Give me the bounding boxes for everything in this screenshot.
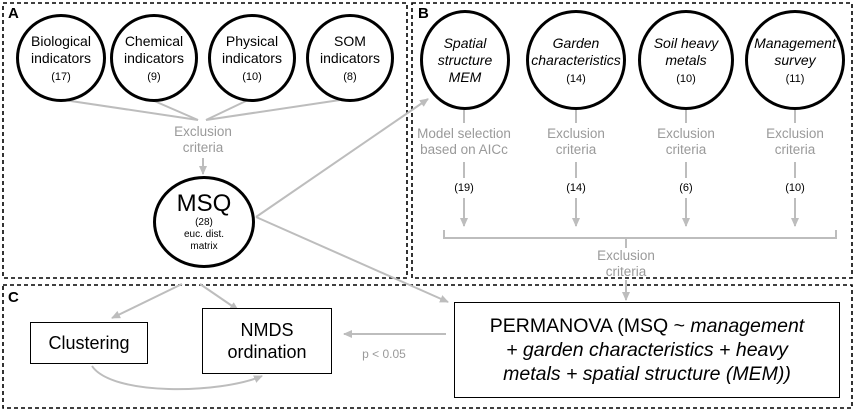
retained-count-mem: (19) [454, 182, 474, 194]
connector-msq-mem [255, 98, 429, 218]
permanova-formula-start: PERMANOVA (MSQ ~ [489, 315, 691, 337]
node-title: survey [774, 51, 816, 68]
node-title: MEM [448, 68, 482, 85]
node-count: (10) [676, 72, 696, 85]
permanova-line: metals + spatial structure (MEM)) [503, 363, 791, 385]
node-title: SOM [334, 32, 366, 49]
selection-line: Model selection [417, 126, 511, 141]
selection-line: Exclusion [766, 126, 824, 141]
node-title: Physical [225, 32, 279, 49]
exclusion-criteria-label-a: Exclusion criteria [153, 124, 253, 156]
connector-physical [205, 99, 249, 121]
connector-msq-permanova [255, 216, 449, 303]
permanova-line: PERMANOVA (MSQ ~ management [490, 314, 804, 338]
node-title: structure [437, 51, 493, 68]
nmds-ordination-box: NMDS ordination [202, 308, 332, 374]
selection-label-garden: Exclusion criteria [526, 126, 626, 158]
selection-label-survey: Exclusion criteria [745, 126, 845, 158]
panel-label-b: B [418, 5, 429, 22]
panel-b-border [411, 2, 853, 279]
exclusion-line: criteria [182, 140, 224, 155]
panel-label-c: C [8, 289, 19, 306]
nmds-label: ordination [227, 342, 307, 362]
connector-biological [63, 99, 199, 121]
node-title: metals [665, 51, 707, 68]
soil-heavy-metals-node: Soil heavy metals (10) [638, 10, 734, 110]
merge-bracket [443, 230, 837, 239]
permanova-term-management: management [690, 315, 805, 337]
node-count: (14) [566, 72, 586, 85]
node-title: Garden [552, 34, 600, 51]
clustering-box: Clustering [30, 322, 148, 364]
panel-label-a: A [8, 5, 19, 22]
node-title: Management [754, 34, 836, 51]
node-title: Biological [31, 32, 91, 49]
som-indicators-node: SOM indicators (8) [306, 14, 394, 102]
node-title: characteristics [531, 51, 621, 68]
node-title: indicators [222, 49, 282, 66]
msq-title: MSQ [176, 190, 232, 217]
biological-indicators-node: Biological indicators (17) [16, 14, 106, 102]
selection-line: criteria [774, 142, 816, 157]
panel-c-border [2, 284, 853, 409]
node-title: indicators [320, 49, 380, 66]
connector-msq-nmds [199, 283, 239, 311]
msq-subtitle: matrix [190, 241, 218, 252]
management-survey-node: Management survey (11) [745, 10, 845, 110]
selection-line: Exclusion [657, 126, 715, 141]
p-value-label: p < 0.05 [362, 347, 406, 361]
node-count: (10) [242, 70, 262, 83]
physical-indicators-node: Physical indicators (10) [208, 14, 296, 102]
connector-chemical [151, 99, 199, 121]
selection-line: Exclusion [547, 126, 605, 141]
retained-count-garden: (14) [566, 182, 586, 194]
exclusion-criteria-label-b: Exclusion criteria [576, 248, 676, 280]
msq-subtitle: euc. dist. [183, 229, 225, 240]
selection-label-mem: Model selection based on AICc [414, 126, 514, 158]
exclusion-line: Exclusion [597, 248, 655, 263]
msq-node: MSQ (28) euc. dist. matrix [153, 176, 255, 268]
node-count: (9) [147, 70, 161, 83]
node-title: Soil heavy [653, 34, 719, 51]
node-count: (8) [343, 70, 357, 83]
node-title: indicators [124, 49, 184, 66]
retained-count-metals: (6) [679, 182, 693, 194]
msq-count: (28) [195, 217, 213, 228]
exclusion-line: criteria [605, 264, 647, 279]
connector-som [205, 99, 341, 121]
selection-label-metals: Exclusion criteria [636, 126, 736, 158]
connector-clustering-nmds [91, 365, 263, 391]
permanova-box: PERMANOVA (MSQ ~ management + garden cha… [454, 302, 840, 398]
node-count: (11) [785, 72, 805, 85]
clustering-label: Clustering [48, 332, 130, 353]
selection-line: criteria [665, 142, 707, 157]
selection-line: criteria [555, 142, 597, 157]
node-title: Chemical [124, 32, 184, 49]
connector-msq-clustering [111, 283, 183, 319]
spatial-structure-mem-node: Spatial structure MEM [420, 10, 510, 110]
permanova-line: + garden characteristics + heavy [506, 339, 788, 361]
garden-characteristics-node: Garden characteristics (14) [526, 10, 626, 110]
chemical-indicators-node: Chemical indicators (9) [110, 14, 198, 102]
exclusion-line: Exclusion [174, 124, 232, 139]
selection-line: based on AICc [420, 142, 508, 157]
node-title: indicators [31, 49, 91, 66]
panel-a-border [2, 2, 408, 279]
node-count: (17) [51, 70, 71, 83]
nmds-label: NMDS [240, 320, 294, 340]
node-title: Spatial [443, 34, 487, 51]
retained-count-survey: (10) [785, 182, 805, 194]
